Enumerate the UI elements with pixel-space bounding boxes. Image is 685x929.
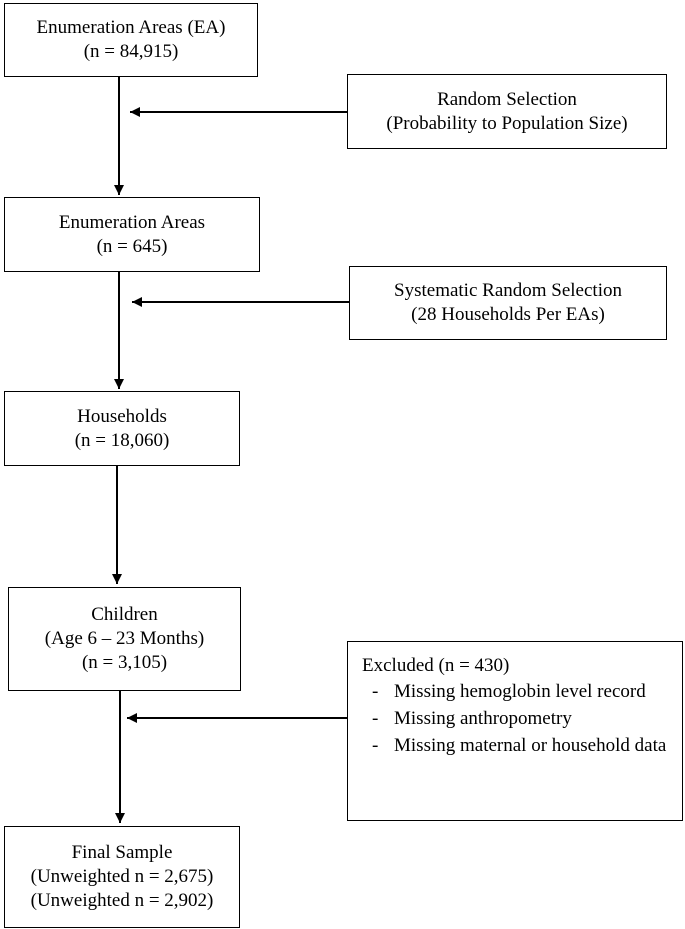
excluded-reason-text: Missing anthropometry: [394, 708, 572, 729]
final-sample-second-count: (Unweighted n = 2,902): [30, 890, 214, 911]
final-sample-title: Final Sample: [71, 842, 173, 863]
bullet-dash: -: [372, 708, 379, 729]
systematic-selection-detail: (28 Households Per EAs): [411, 304, 605, 325]
enumeration-areas-title: Enumeration Areas (EA): [36, 17, 226, 38]
excluded-reasons-list: - Missing hemoglobin level record - Miss…: [362, 680, 666, 761]
children-age-range: (Age 6 – 23 Months): [44, 628, 205, 649]
households-title: Households: [77, 405, 167, 427]
random-selection-box: Random Selection (Probability to Populat…: [347, 74, 667, 149]
bullet-dash: -: [372, 735, 379, 756]
children-title: Children: [91, 604, 158, 625]
enumeration-areas-sample-title: Enumeration Areas: [58, 211, 206, 233]
random-selection-detail: (Probability to Population Size): [386, 112, 628, 134]
systematic-selection-box: Systematic Random Selection (28 Househol…: [349, 266, 667, 340]
final-sample-unweighted-count: (Unweighted n = 2,675): [30, 866, 214, 887]
households-count: (n = 18,060): [74, 429, 170, 451]
enumeration-areas-count: (n = 84,915): [83, 41, 179, 62]
final-sample-box: Final Sample (Unweighted n = 2,675) (Unw…: [4, 826, 240, 928]
random-selection-title: Random Selection: [437, 88, 577, 110]
bullet-dash: -: [372, 681, 379, 702]
excluded-reason-text: Missing maternal or household data: [394, 735, 667, 756]
excluded-reason-item: - Missing hemoglobin level record: [362, 680, 666, 703]
enumeration-areas-box: Enumeration Areas (EA) (n = 84,915): [4, 3, 258, 77]
excluded-reason-item: - Missing anthropometry: [362, 707, 666, 730]
excluded-reason-text: Missing hemoglobin level record: [394, 681, 646, 702]
enumeration-areas-sample-box: Enumeration Areas (n = 645): [4, 197, 260, 272]
excluded-box: Excluded (n = 430) - Missing hemoglobin …: [347, 641, 683, 821]
households-box: Households (n = 18,060): [4, 391, 240, 466]
children-count: (n = 3,105): [81, 652, 168, 673]
children-box: Children (Age 6 – 23 Months) (n = 3,105): [8, 587, 241, 691]
systematic-selection-title: Systematic Random Selection: [394, 280, 622, 301]
excluded-reason-item: - Missing maternal or household data: [362, 734, 666, 757]
enumeration-areas-sample-count: (n = 645): [96, 235, 168, 257]
excluded-title: Excluded (n = 430): [362, 655, 510, 676]
